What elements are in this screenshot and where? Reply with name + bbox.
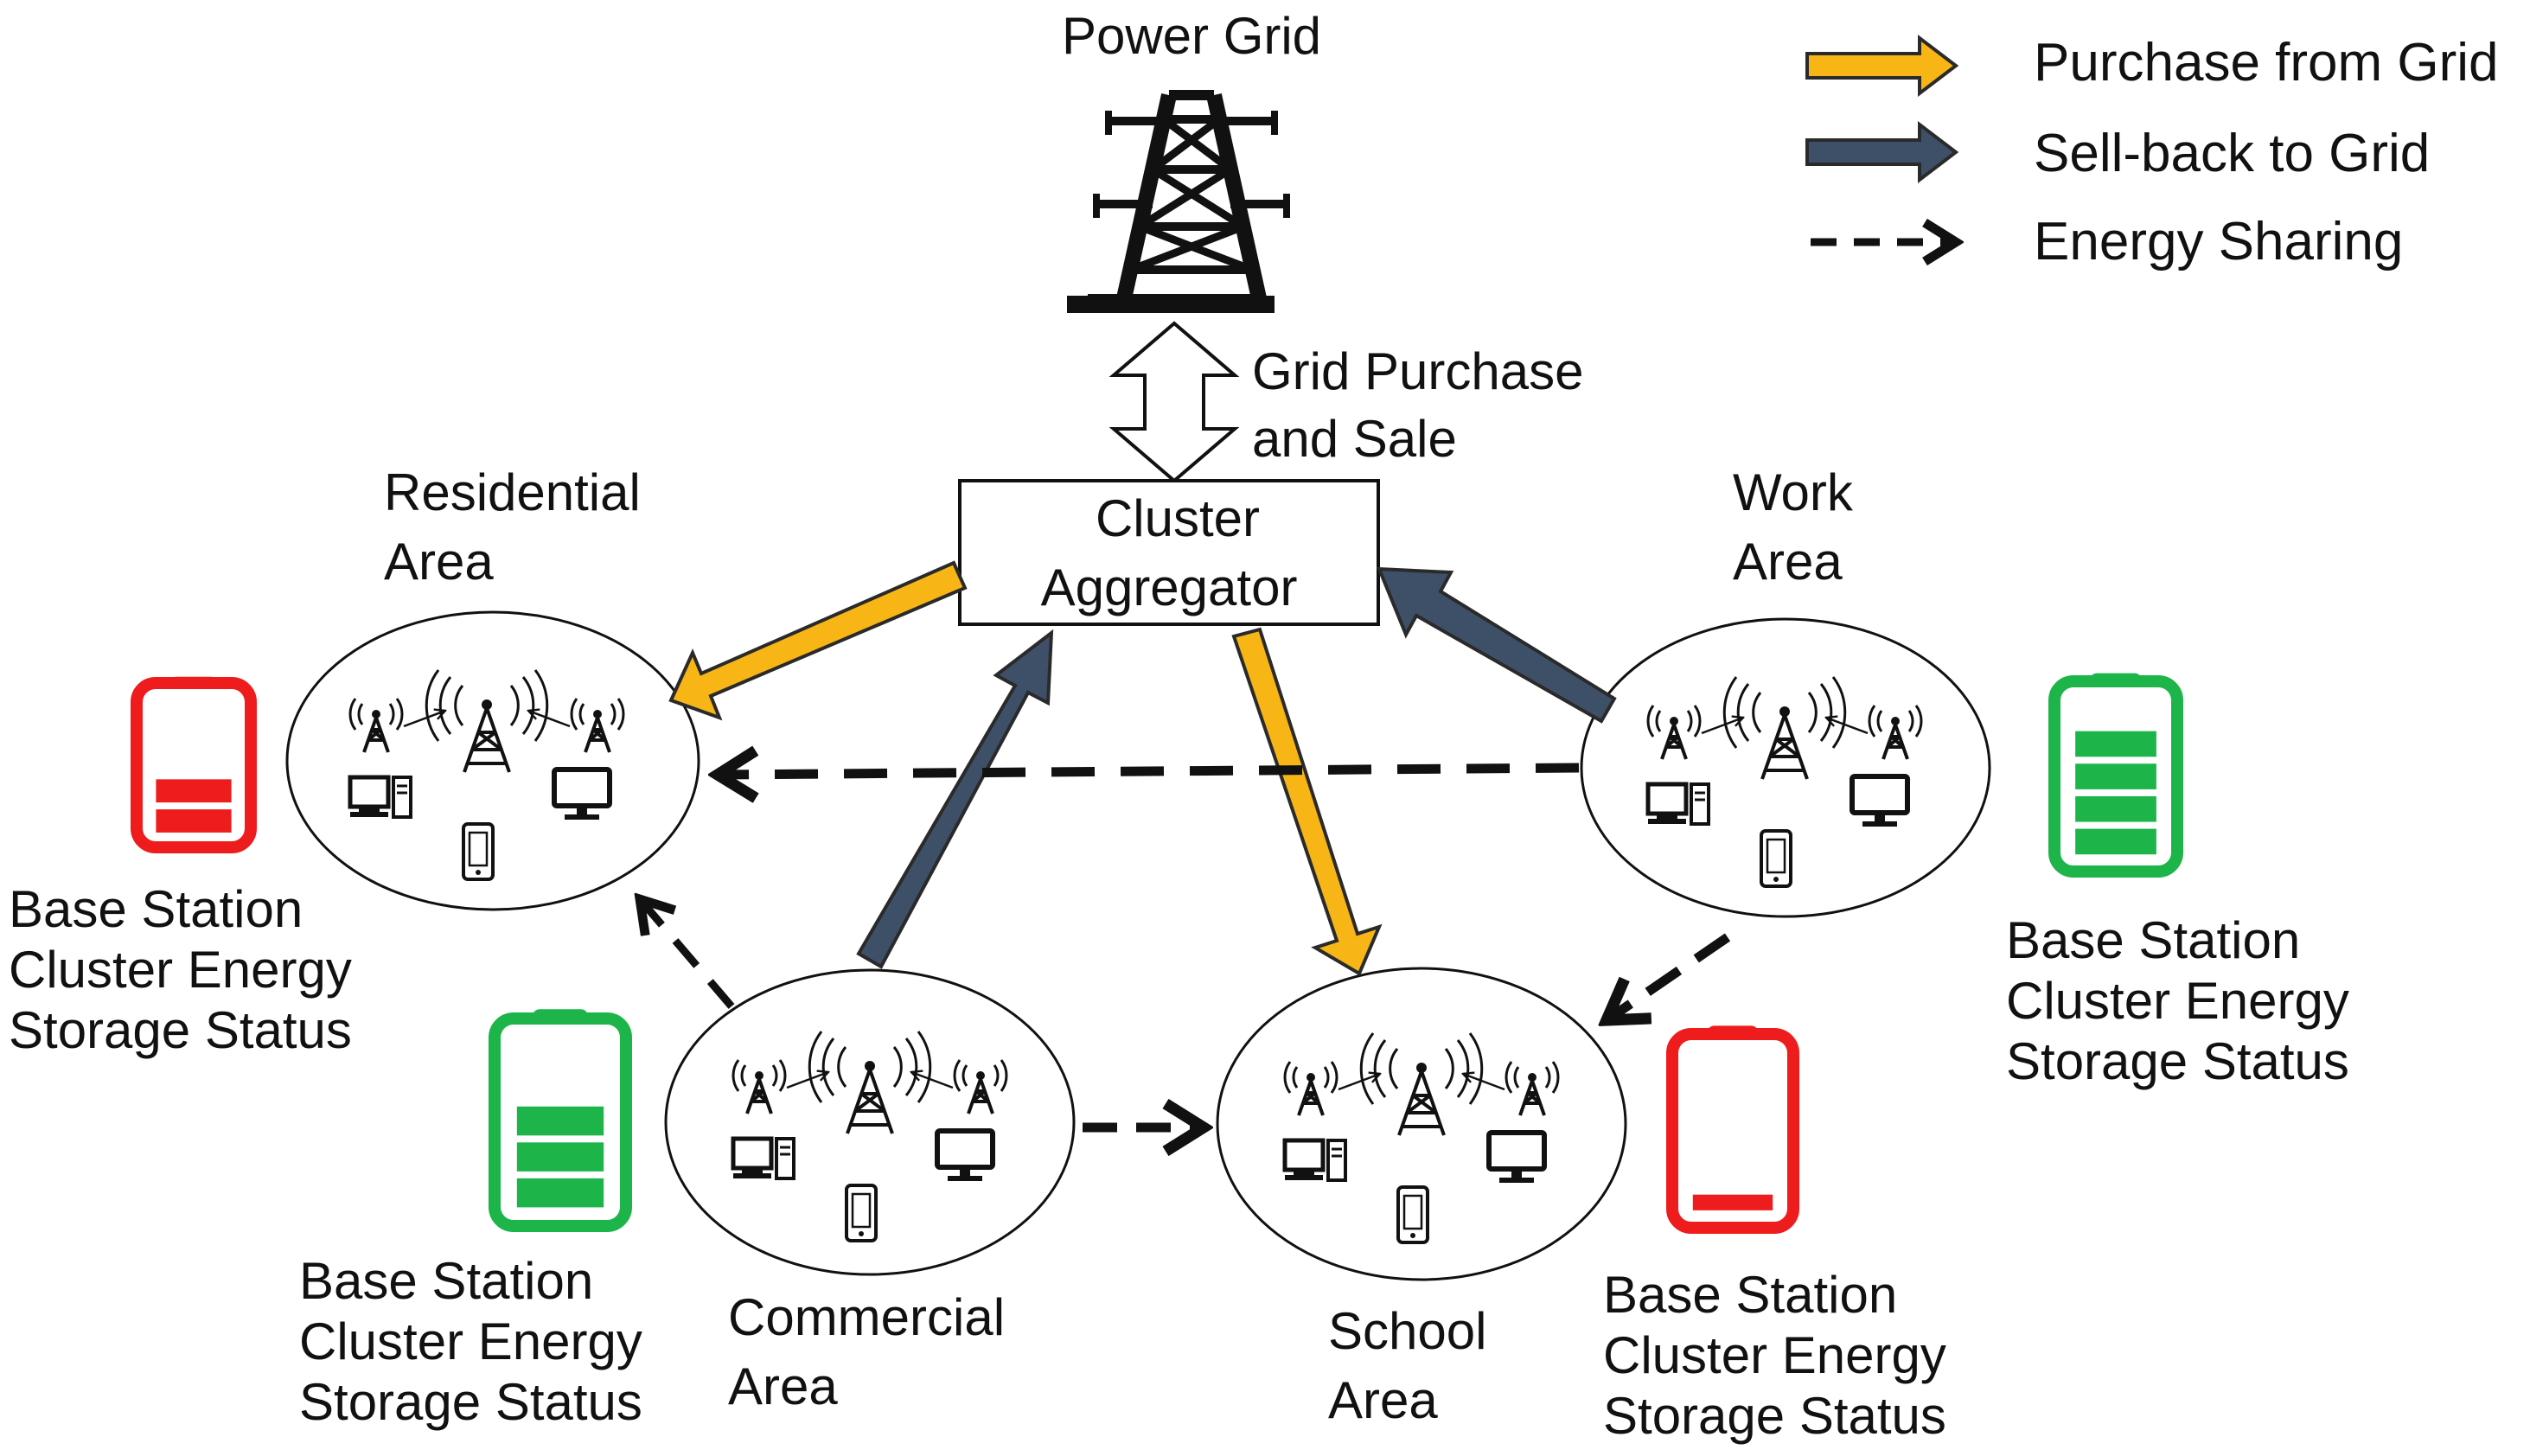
work-storage-status: Base Station Cluster Energy Storage Stat…	[2006, 911, 2349, 1090]
sellback-arrow-from-commercial	[856, 629, 1054, 969]
battery-icons	[131, 673, 2183, 1234]
school-battery-level-bar	[1692, 1194, 1773, 1210]
storage-status-line1: Base Station	[1603, 1266, 1897, 1324]
school-battery-body	[1666, 1028, 1799, 1234]
cluster-aggregator-box	[958, 479, 1380, 626]
commercial-battery-level-bar	[516, 1142, 604, 1172]
storage-status-line2: Cluster Energy	[1603, 1326, 1946, 1384]
work-area-ellipse	[1580, 617, 1991, 918]
storage-status-line3: Storage Status	[2006, 1032, 2349, 1090]
legend-purchase-label: Purchase from Grid	[2034, 33, 2499, 93]
grid-exchange-arrow	[1108, 321, 1240, 483]
residential-area-label-line1: Residential	[384, 463, 641, 521]
legend-sellback-arrow	[1805, 120, 1959, 184]
storage-status-line2: Cluster Energy	[299, 1312, 642, 1370]
storage-status-line1: Base Station	[299, 1252, 593, 1310]
legend-sellback-label: Sell-back to Grid	[2034, 124, 2430, 183]
sharing-arrow-work-to-residential	[718, 768, 1580, 775]
power-tower-icon	[1067, 90, 1290, 313]
sharing-arrow-work-to-school	[1607, 933, 1731, 1020]
residential-battery-icon	[131, 676, 257, 853]
work-area-label-line1: Work	[1733, 463, 1854, 521]
school-battery-icon	[1666, 1025, 1799, 1234]
commercial-battery-level-bar	[516, 1178, 604, 1208]
residential-area-ellipse	[285, 610, 700, 911]
residential-storage-status: Base Station Cluster Energy Storage Stat…	[9, 880, 352, 1059]
work-battery-level-bar	[2075, 731, 2156, 757]
work-battery-icon	[2048, 673, 2183, 878]
commercial-area-label-line2: Area	[728, 1357, 838, 1415]
grid-exchange-label-line1: Grid Purchase	[1252, 342, 1584, 400]
power-grid-label: Power Grid	[1062, 7, 1321, 65]
commercial-area-ellipse	[664, 968, 1076, 1276]
aggregator-label-line1: Cluster	[1096, 489, 1260, 547]
school-storage-status: Base Station Cluster Energy Storage Stat…	[1603, 1266, 1946, 1445]
commercial-storage-status: Base Station Cluster Energy Storage Stat…	[299, 1252, 642, 1431]
storage-status-line1: Base Station	[9, 880, 303, 938]
school-area-label-line2: Area	[1328, 1371, 1438, 1429]
purchase-arrow-to-residential	[668, 560, 968, 721]
storage-status-line1: Base Station	[2006, 911, 2300, 969]
work-battery-level-bar	[2075, 828, 2156, 855]
residential-battery-body	[131, 677, 257, 853]
commercial-battery-icon	[489, 1009, 632, 1232]
school-area-label-line1: School	[1328, 1302, 1486, 1360]
residential-battery-level-bar	[156, 809, 232, 833]
storage-status-line3: Storage Status	[9, 1001, 352, 1059]
work-battery-level-bar	[2075, 763, 2156, 789]
work-battery-level-bar	[2075, 795, 2156, 822]
school-area-ellipse	[1216, 967, 1627, 1281]
residential-area-label-line2: Area	[384, 533, 494, 591]
legend-purchase-arrow	[1805, 34, 1959, 98]
commercial-area-label-line1: Commercial	[728, 1288, 1005, 1346]
legend: Purchase from Grid Sell-back to Grid Ene…	[1805, 33, 2499, 271]
storage-status-line3: Storage Status	[1603, 1387, 1946, 1445]
grid-exchange-label-line2: and Sale	[1252, 410, 1457, 468]
storage-status-line2: Cluster Energy	[9, 941, 352, 999]
purchase-arrow-to-school	[1231, 627, 1383, 976]
sellback-arrow-from-work	[1376, 566, 1617, 724]
commercial-battery-level-bar	[516, 1106, 604, 1136]
aggregator-label-line2: Aggregator	[1041, 559, 1298, 616]
work-area-label-line2: Area	[1733, 533, 1843, 591]
legend-sharing-label: Energy Sharing	[2034, 212, 2403, 271]
storage-status-line2: Cluster Energy	[2006, 972, 2349, 1030]
storage-status-line3: Storage Status	[299, 1373, 642, 1431]
residential-battery-level-bar	[156, 779, 232, 803]
sharing-arrow-commercial-to-residential	[640, 899, 735, 1009]
